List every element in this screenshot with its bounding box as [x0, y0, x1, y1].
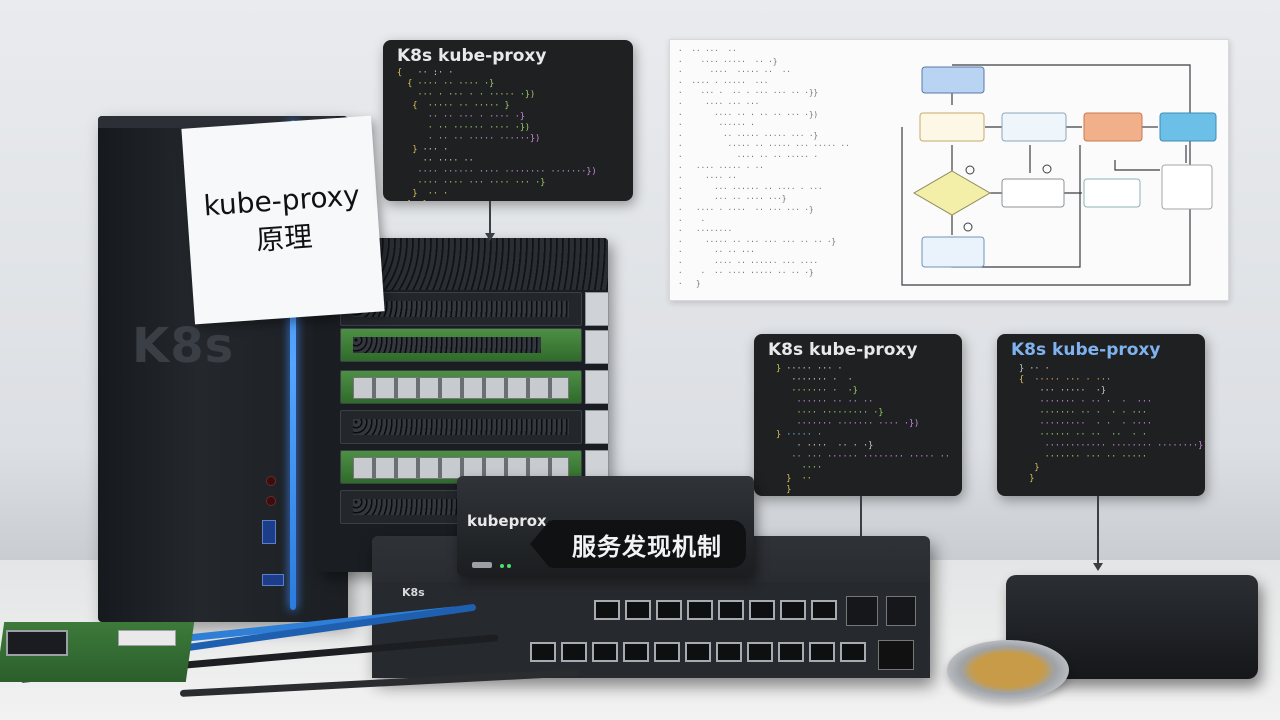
switch-power-button — [886, 596, 916, 626]
device-brand-label: kubeprox — [467, 512, 547, 530]
switch-front-panel — [372, 582, 930, 678]
code-screen-mid: K8s kube-proxy } ····· ··· · ······· · ·… — [754, 334, 962, 496]
connector-arrow — [1093, 563, 1103, 571]
ethernet-port — [592, 642, 618, 662]
ethernet-port — [530, 642, 556, 662]
usb-port — [262, 574, 284, 586]
code-block: } ····· ··· · ······· · · ······· · ·} ·… — [776, 364, 950, 495]
flowchart-decision — [913, 170, 991, 216]
flowchart-node — [919, 112, 985, 142]
tower-brand-label: K8s — [132, 318, 235, 374]
rack-unit — [340, 410, 582, 444]
ethernet-port — [654, 642, 680, 662]
banner-text: 服务发现机制 — [572, 532, 722, 561]
flowchart-node — [1001, 112, 1067, 142]
parts-dish — [947, 640, 1069, 700]
banner-label: 服务发现机制 — [548, 520, 746, 568]
flowchart-node — [921, 66, 985, 94]
status-led — [500, 564, 504, 568]
ethernet-port — [687, 600, 713, 620]
ethernet-port — [840, 642, 866, 662]
ethernet-port — [656, 600, 682, 620]
rack-ear — [585, 292, 609, 326]
panel-code-listing: · ·· ··· ·· · ···· ····· ·· ·} · ···· ··… — [678, 46, 850, 289]
ethernet-port — [685, 642, 711, 662]
rack-ear — [585, 370, 609, 404]
code-screen-title: K8s kube-proxy — [1011, 340, 1161, 360]
switch-brand-label: K8s — [402, 586, 425, 599]
flowchart-diagram — [901, 64, 1217, 286]
ethernet-port — [809, 642, 835, 662]
status-led — [507, 564, 511, 568]
power-led — [266, 496, 276, 506]
code-screen-top: K8s kube-proxy { ·· :· · { ···· ·· ···· … — [383, 40, 633, 201]
ethernet-port — [716, 642, 742, 662]
flowchart-node — [1161, 164, 1213, 210]
code-screen-title: K8s kube-proxy — [397, 46, 547, 66]
sticky-note: kube-proxy 原理 — [181, 115, 385, 325]
code-screen-title: K8s kube-proxy — [768, 340, 918, 360]
ethernet-port — [623, 642, 649, 662]
sticky-note-title: kube-proxy — [202, 178, 361, 223]
code-block: } ·· · { ····· ··· · ··· ··· ····· ·} ··… — [1019, 364, 1205, 484]
power-led — [266, 476, 276, 486]
ethernet-port — [811, 600, 837, 620]
ethernet-port — [625, 600, 651, 620]
code-block: { ·· :· · { ···· ·· ···· ·} ··· · ··· · … — [397, 68, 597, 201]
rack-unit-network — [340, 370, 582, 404]
switch-console-port — [846, 596, 878, 626]
rack-unit — [340, 328, 582, 362]
led-strip — [290, 120, 296, 610]
ethernet-port — [749, 600, 775, 620]
ethernet-port — [561, 642, 587, 662]
code-screen-right: K8s kube-proxy } ·· · { ····· ··· · ··· … — [997, 334, 1205, 496]
rack-ear — [585, 410, 609, 444]
ethernet-port — [747, 642, 773, 662]
ethernet-port — [594, 600, 620, 620]
connector-arrow — [485, 233, 495, 241]
ethernet-port — [718, 600, 744, 620]
flowchart-node — [921, 236, 985, 268]
banner-arrow — [530, 520, 550, 568]
flowchart-node — [1083, 178, 1141, 208]
switch-power-jack — [878, 640, 914, 670]
connector-line — [489, 201, 491, 233]
connector-line — [860, 496, 862, 552]
ethernet-port — [780, 600, 806, 620]
flowchart-node — [1083, 112, 1143, 142]
flowchart-node — [1001, 178, 1065, 208]
connector-line — [1097, 496, 1099, 564]
sticky-note-subtitle: 原理 — [255, 220, 314, 257]
usb-port — [262, 520, 276, 544]
ethernet-port — [778, 642, 804, 662]
rack-ear — [585, 330, 609, 364]
device-port — [472, 562, 492, 568]
board-connector — [118, 630, 176, 646]
flowchart-node — [1159, 112, 1217, 142]
board-display — [6, 630, 68, 656]
